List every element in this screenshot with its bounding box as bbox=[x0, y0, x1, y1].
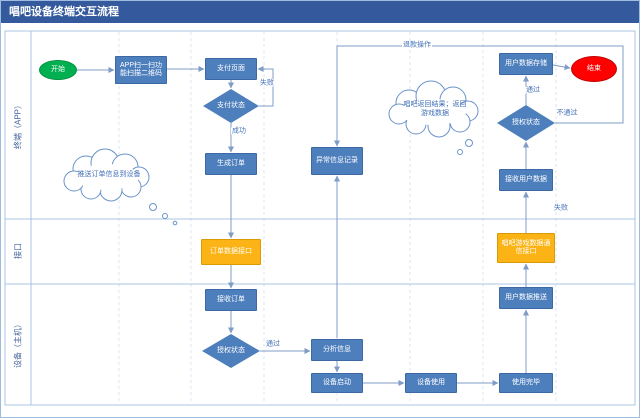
edge-label-refund: 退款操作 bbox=[402, 41, 432, 49]
node-create-order: 生成订单 bbox=[205, 153, 257, 175]
node-order-data-interface: 订单数据接口 bbox=[201, 239, 261, 265]
node-analyze-info: 分析信息 bbox=[311, 339, 363, 361]
edge-refund-to-exception bbox=[334, 45, 624, 147]
diagram-title-bar: 唱吧设备终端交互流程 bbox=[1, 1, 639, 23]
node-receive-order: 接收订单 bbox=[205, 289, 257, 311]
lane-label-interface: 接口 bbox=[13, 243, 23, 259]
changba-result-cloud-text: 唱吧返回结果；返回游戏数据 bbox=[403, 101, 467, 117]
node-exception-record: 异常信息记录 bbox=[311, 147, 363, 175]
lane-label-device-host: 设备（主机） bbox=[13, 320, 23, 368]
diagram-title: 唱吧设备终端交互流程 bbox=[9, 6, 119, 18]
node-user-data-store: 用户数据存储 bbox=[499, 53, 553, 75]
node-end: 结束 bbox=[571, 56, 617, 82]
node-receive-user-data: 接收用户数据 bbox=[499, 169, 553, 191]
lane-label-terminal-app: 终端（APP） bbox=[13, 100, 23, 150]
edge-store-to-end bbox=[552, 64, 571, 70]
edges-layer bbox=[77, 45, 624, 386]
node-device-use: 设备使用 bbox=[405, 373, 457, 393]
lane-frame bbox=[4, 30, 636, 406]
edge-label-fail-payment: 失败 bbox=[259, 79, 275, 87]
node-device-start: 设备启动 bbox=[311, 373, 363, 393]
node-game-data-interface: 唱吧游戏数据通信接口 bbox=[497, 233, 555, 263]
edge-label-pass-device: 通过 bbox=[265, 340, 281, 348]
node-payment-page: 支付页面 bbox=[205, 58, 257, 80]
node-start: 开始 bbox=[39, 60, 77, 80]
changba-result-cloud-shape bbox=[388, 80, 479, 155]
node-scan-qr: APP扫一扫功能扫描二维码 bbox=[115, 56, 167, 84]
edge-label-not-pass: 不通过 bbox=[555, 109, 579, 117]
push-order-cloud-shape bbox=[63, 148, 178, 226]
edge-label-fail-data: 失败 bbox=[553, 204, 569, 212]
edge-label-pass-app: 通过 bbox=[525, 86, 541, 94]
node-use-complete: 使用完毕 bbox=[499, 373, 553, 393]
push-order-cloud-text: 推送订单信息到设备 bbox=[77, 171, 141, 178]
edge-label-success: 成功 bbox=[231, 127, 247, 135]
edge-status-fail-to-payment bbox=[257, 66, 274, 107]
node-user-data-push: 用户数据推送 bbox=[499, 287, 553, 309]
